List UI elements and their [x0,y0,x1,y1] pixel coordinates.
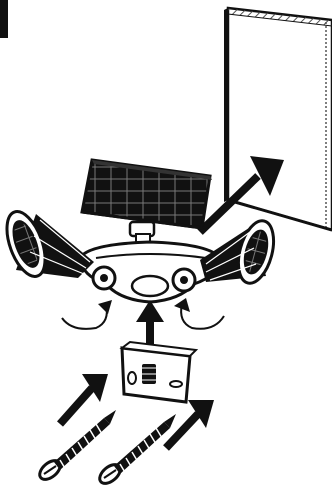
light-head-right [200,219,276,285]
light-head-left [5,210,94,278]
solar-panel [80,158,212,230]
arrow-screw-right [163,400,214,451]
screw-right [98,414,176,485]
step-badge [0,0,8,38]
mount-body [78,240,222,304]
rotate-arrow-left [61,300,112,330]
rotate-arrow-right [174,298,225,330]
screw-left [38,410,116,481]
arrow-screw-left [57,374,108,427]
arrow-to-wall [197,156,284,235]
mounting-bracket [119,340,199,404]
